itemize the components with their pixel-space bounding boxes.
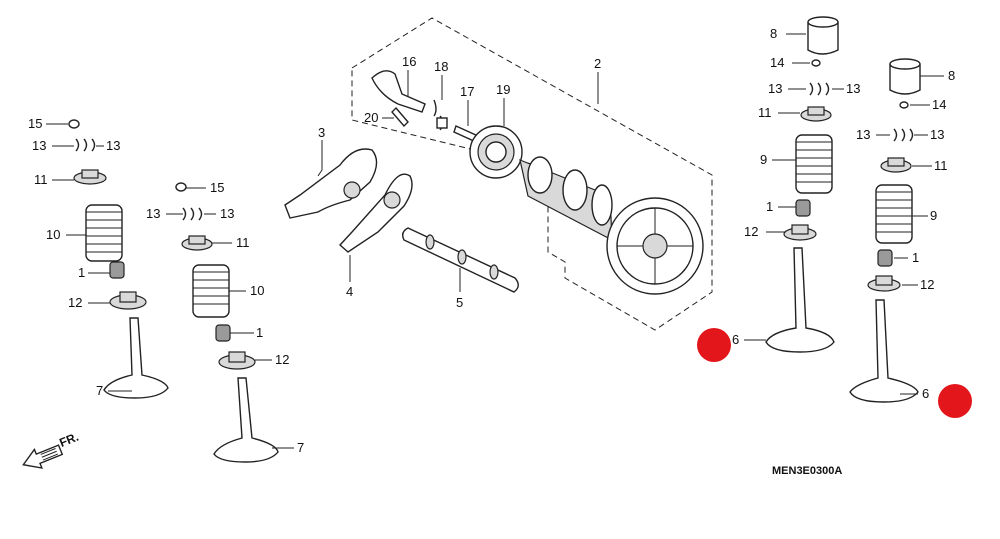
callout-9: 9 (760, 152, 767, 167)
leader-lines (46, 33, 944, 449)
callout-11: 11 (34, 172, 48, 187)
callout-1: 1 (78, 265, 85, 280)
callout-11: 11 (236, 235, 250, 250)
valve-set-right-a (765, 16, 839, 353)
callout-18: 18 (434, 59, 448, 74)
callout-11: 11 (934, 158, 948, 173)
valve-set-right-b (849, 58, 921, 403)
callout-6: 6 (732, 332, 739, 347)
callout-labels: 15 13 13 11 10 1 12 7 15 13 13 11 10 1 1… (28, 26, 955, 455)
callout-20: 20 (364, 110, 378, 125)
red-marker-dot (697, 328, 731, 362)
callout-2: 2 (594, 56, 601, 71)
callout-10: 10 (46, 227, 60, 242)
callout-11: 11 (758, 105, 772, 120)
callout-12: 12 (275, 352, 289, 367)
callout-17: 17 (460, 84, 474, 99)
callout-13: 13 (768, 81, 782, 96)
bearing (469, 125, 523, 179)
callout-9: 9 (930, 208, 937, 223)
callout-14: 14 (932, 97, 946, 112)
callout-13: 13 (856, 127, 870, 142)
direction-label: FR. (57, 430, 80, 450)
callout-15: 15 (28, 116, 42, 131)
front-direction-arrow: FR. (22, 430, 81, 469)
callout-4: 4 (346, 284, 353, 299)
callout-7: 7 (96, 383, 103, 398)
red-marker-dot (938, 384, 972, 418)
valve-set-left-b (175, 182, 279, 463)
callout-14: 14 (770, 55, 784, 70)
callout-15: 15 (210, 180, 224, 195)
callout-16: 16 (402, 54, 416, 69)
callout-6: 6 (922, 386, 929, 401)
callout-13: 13 (146, 206, 160, 221)
callout-5: 5 (456, 295, 463, 310)
callout-1: 1 (766, 199, 773, 214)
callout-1: 1 (912, 250, 919, 265)
callout-12: 12 (68, 295, 82, 310)
callout-8: 8 (948, 68, 955, 83)
callout-19: 19 (496, 82, 510, 97)
callout-12: 12 (920, 277, 934, 292)
decompressor-parts (371, 70, 479, 143)
callout-1: 1 (256, 325, 263, 340)
callout-10: 10 (250, 283, 264, 298)
camshaft (519, 156, 704, 295)
callout-12: 12 (744, 224, 758, 239)
callout-13: 13 (846, 81, 860, 96)
rocker-arms (284, 148, 413, 253)
callout-13: 13 (32, 138, 46, 153)
callout-13: 13 (930, 127, 944, 142)
rocker-shaft (401, 227, 519, 293)
callout-7: 7 (297, 440, 304, 455)
callout-13: 13 (106, 138, 120, 153)
diagram-code: MEN3E0300A (772, 465, 842, 477)
callout-3: 3 (318, 125, 325, 140)
callout-13: 13 (220, 206, 234, 221)
valve-set-left-a (68, 119, 169, 399)
callout-8: 8 (770, 26, 777, 41)
